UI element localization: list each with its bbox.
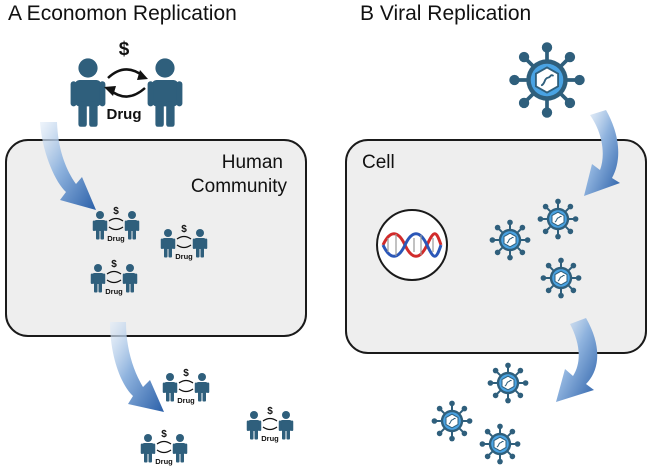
exchange-arrow [106, 279, 122, 284]
drug-label: Drug [175, 252, 193, 261]
money-symbol: $ [119, 39, 130, 60]
virus-icon [478, 422, 522, 466]
flow-arrow-out-a [110, 322, 164, 412]
exchange-arrow [107, 68, 144, 79]
person-icon [172, 434, 188, 463]
exchange-arrow [178, 379, 194, 384]
flow-arrow-in-a [40, 122, 96, 210]
economon-group: $ Drug [140, 429, 188, 466]
exchange-arrow [262, 417, 278, 422]
drug-label: Drug [107, 234, 125, 243]
drug-label: Drug [177, 396, 195, 405]
virus-icon [539, 256, 583, 300]
cell-label: Cell [362, 152, 395, 173]
economon-group: $ Drug [92, 206, 140, 243]
economon-group: $ Drug [160, 224, 208, 261]
person-icon [162, 373, 178, 402]
exchange-arrow [109, 87, 146, 98]
exchange-arrow [176, 235, 192, 240]
exchange-arrow [106, 270, 122, 275]
virus-icon [488, 218, 532, 262]
exchange-arrow [156, 449, 172, 454]
drug-label: Drug [107, 106, 142, 123]
drug-label: Drug [105, 287, 123, 296]
virus-large-icon [507, 40, 587, 120]
person-icon [278, 411, 294, 440]
exchange-arrow [108, 226, 124, 231]
money-symbol: $ [111, 259, 117, 270]
money-symbol: $ [267, 406, 273, 417]
panel-a-heading: A Economon Replication [8, 2, 237, 25]
person-icon [70, 58, 106, 127]
exchange-arrow [176, 244, 192, 249]
economon-top-group: $ Drug [70, 39, 183, 127]
exchange-arrow [108, 217, 124, 222]
person-icon [147, 58, 183, 127]
box-label-line1: Human [222, 152, 283, 173]
drug-label: Drug [155, 457, 173, 466]
economon-group: $ Drug [246, 406, 294, 443]
panel-b-heading: B Viral Replication [360, 2, 531, 25]
person-icon [194, 373, 210, 402]
box-label-line2: Community [191, 176, 288, 197]
economon-groups: $ Drug $ Drug $ Drug $ Drug $ Drug $ Drug [90, 206, 294, 466]
cell-box [345, 139, 647, 354]
exchange-arrow [156, 440, 172, 445]
money-symbol: $ [181, 224, 187, 235]
flow-arrow-in-b [584, 110, 620, 196]
money-symbol: $ [113, 206, 119, 217]
exchange-arrow [262, 426, 278, 431]
economon-group: $ Drug [90, 259, 138, 296]
economon-group: $ Drug [162, 368, 210, 405]
money-symbol: $ [183, 368, 189, 379]
money-symbol: $ [161, 429, 167, 440]
virus-icon [430, 399, 474, 443]
virus-icon [486, 361, 530, 405]
person-icon [246, 411, 262, 440]
exchange-arrow [178, 388, 194, 393]
flow-arrow-out-b [556, 318, 598, 402]
drug-label: Drug [261, 434, 279, 443]
person-icon [140, 434, 156, 463]
virus-icon [536, 197, 580, 241]
nucleus-dna-icon [376, 209, 448, 281]
